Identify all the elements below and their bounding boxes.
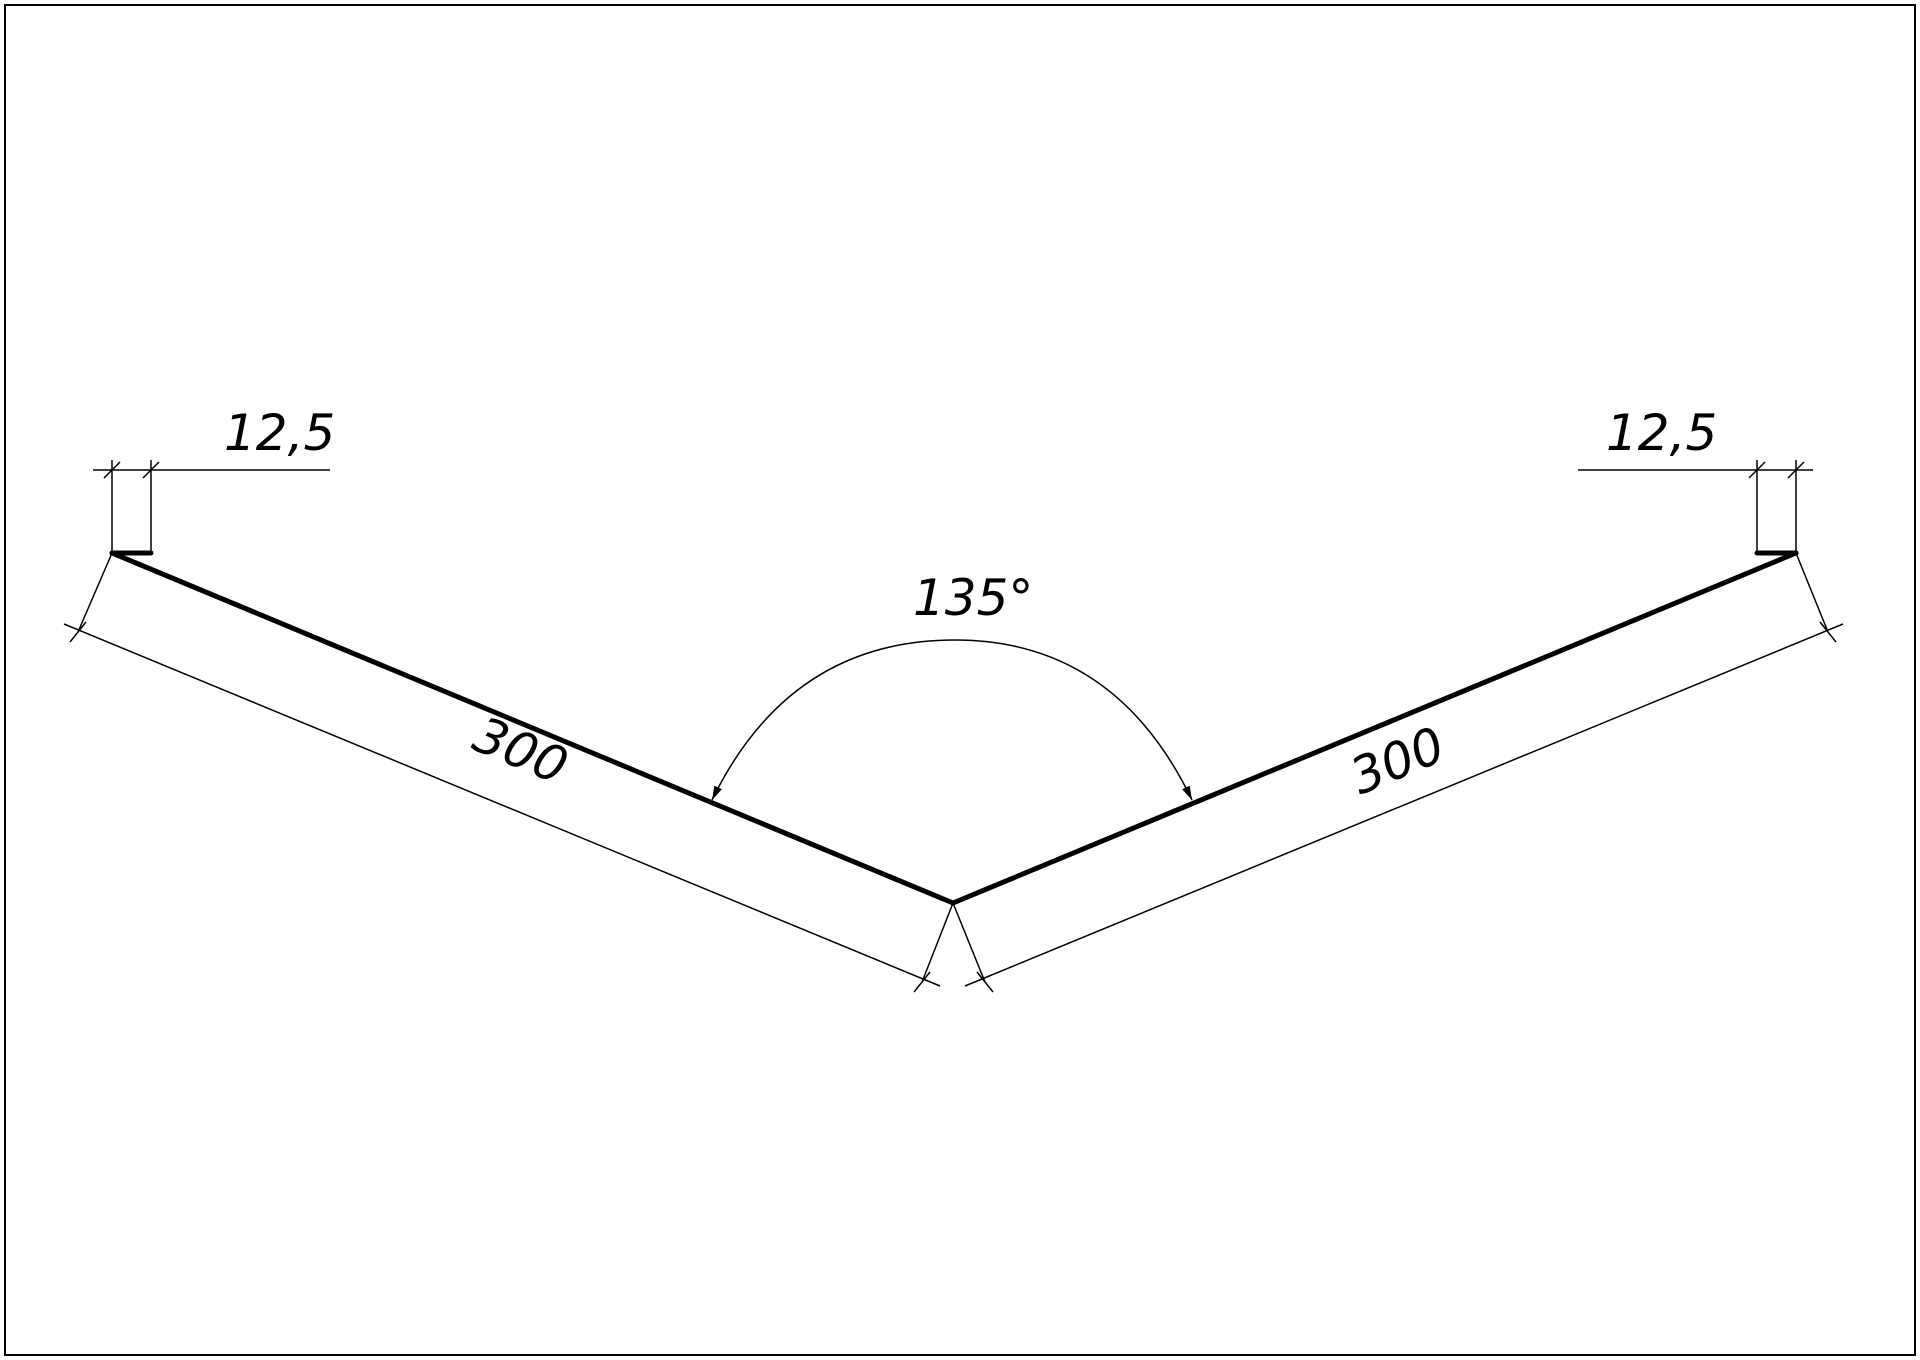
profile-outline (109, 550, 1799, 906)
left-flange-dimension (93, 460, 330, 553)
angle-arc (711, 639, 1193, 801)
right-side-dimension (952, 552, 1844, 993)
right-flange-label: 12,5 (1606, 404, 1717, 462)
left-side-line (109, 550, 956, 906)
drawing-frame (4, 4, 1916, 1356)
left-flange-label: 12,5 (224, 404, 335, 462)
left-side-label: 300 (465, 706, 575, 796)
angle-label: 135° (913, 569, 1033, 627)
left-side-dimension (63, 552, 954, 993)
right-side-line (950, 550, 1799, 906)
right-flange-dimension (1578, 460, 1813, 553)
